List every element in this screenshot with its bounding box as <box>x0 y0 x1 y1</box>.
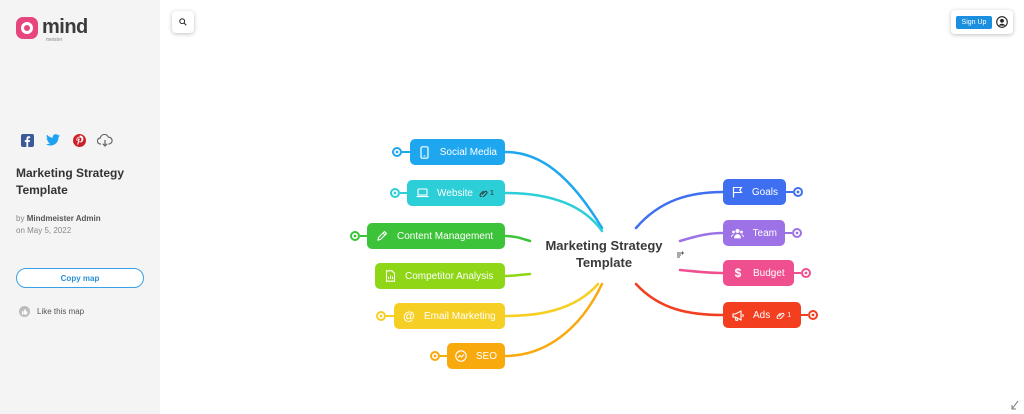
user-icon[interactable] <box>996 16 1008 28</box>
attachment-count: 1 <box>787 311 792 319</box>
connector-social-media <box>503 150 604 230</box>
share-buttons <box>19 132 113 148</box>
mindmeister-logo[interactable]: mind meister <box>16 17 88 43</box>
node-competitor-analysis[interactable]: Competitor Analysis <box>375 263 505 289</box>
node-ads[interactable]: Ads 1 <box>723 302 801 328</box>
node-email-marketing[interactable]: @ Email Marketing <box>394 303 505 329</box>
like-label: Like this map <box>37 307 85 316</box>
collapse-handle <box>350 231 360 241</box>
download-icon[interactable] <box>97 132 113 148</box>
node-budget[interactable]: $ Budget <box>723 260 794 286</box>
map-date: on May 5, 2022 <box>16 226 72 235</box>
pinterest-icon[interactable] <box>71 132 87 148</box>
flag-icon <box>731 185 744 199</box>
collapse-handle <box>801 268 811 278</box>
author-name[interactable]: Mindmeister Admin <box>26 214 101 223</box>
sidebar: mind meister Marketing Strategy Template… <box>0 0 160 414</box>
search-button[interactable] <box>172 11 194 33</box>
attachment-badge[interactable]: 1 <box>776 312 791 319</box>
node-label: Website <box>437 187 473 199</box>
at-icon: @ <box>403 309 415 323</box>
node-label: Budget <box>753 267 785 279</box>
connector-goals <box>634 190 725 230</box>
attachment-icon <box>776 312 785 319</box>
sign-up-button[interactable]: Sign Up <box>956 16 992 29</box>
connector-competitor-analysis <box>503 272 532 278</box>
node-social-media[interactable]: Social Media <box>410 139 505 165</box>
expand-icon[interactable] <box>1011 400 1019 410</box>
thumbs-up-icon <box>19 306 30 317</box>
node-label: SEO <box>475 350 497 362</box>
node-goals[interactable]: Goals <box>723 179 786 205</box>
team-icon <box>731 226 745 240</box>
trend-icon <box>455 349 468 363</box>
connector-budget <box>678 268 725 275</box>
account-toolbar: Sign Up <box>951 10 1013 34</box>
central-topic[interactable]: Marketing Strategy Template <box>545 238 663 270</box>
map-title: Marketing Strategy Template <box>16 166 125 197</box>
node-team[interactable]: Team <box>723 220 785 246</box>
chart-icon <box>383 269 397 283</box>
connector-seo <box>503 282 604 358</box>
connector-team <box>678 231 725 243</box>
node-label: Team <box>752 227 777 239</box>
megaphone-icon <box>731 308 745 322</box>
collapse-handle <box>808 310 818 320</box>
collapse-handle <box>390 188 400 198</box>
search-icon <box>179 18 187 26</box>
author-prefix: by <box>16 214 25 223</box>
logo-icon <box>16 17 38 39</box>
map-meta: by Mindmeister Admin on May 5, 2022 <box>16 213 101 237</box>
dollar-icon: $ <box>734 266 742 280</box>
node-label: Social Media <box>439 146 497 158</box>
node-label: Competitor Analysis <box>405 270 494 282</box>
phone-icon <box>418 145 432 159</box>
node-label: Goals <box>751 186 778 198</box>
facebook-icon[interactable] <box>19 132 35 148</box>
pencil-icon <box>375 229 389 243</box>
node-label: Content Management <box>397 230 494 242</box>
node-label: Ads <box>753 309 771 321</box>
collapse-handle <box>792 228 802 238</box>
attachment-badge[interactable]: 1 <box>479 190 494 197</box>
like-map-button[interactable]: Like this map <box>19 306 84 317</box>
logo-word: mind <box>42 16 88 38</box>
laptop-icon <box>415 186 429 200</box>
connector-content-management <box>503 234 532 243</box>
twitter-icon[interactable] <box>45 132 61 148</box>
connector-email-marketing <box>503 282 600 318</box>
node-content-management[interactable]: Content Management <box>367 223 505 249</box>
connector-website <box>503 191 604 233</box>
collapse-handle <box>392 147 402 157</box>
node-seo[interactable]: SEO <box>447 343 505 369</box>
copy-map-button[interactable]: Copy map <box>16 268 144 288</box>
collapse-handle <box>793 187 803 197</box>
attachment-count: 1 <box>489 189 494 197</box>
add-note-icon[interactable] <box>676 251 684 259</box>
node-website[interactable]: Website 1 <box>407 180 505 206</box>
connector-ads <box>634 282 725 317</box>
logo-subtext: meister <box>46 37 63 43</box>
node-label: Email Marketing <box>424 310 496 322</box>
collapse-handle <box>430 351 440 361</box>
attachment-icon <box>479 190 488 197</box>
collapse-handle <box>376 311 386 321</box>
